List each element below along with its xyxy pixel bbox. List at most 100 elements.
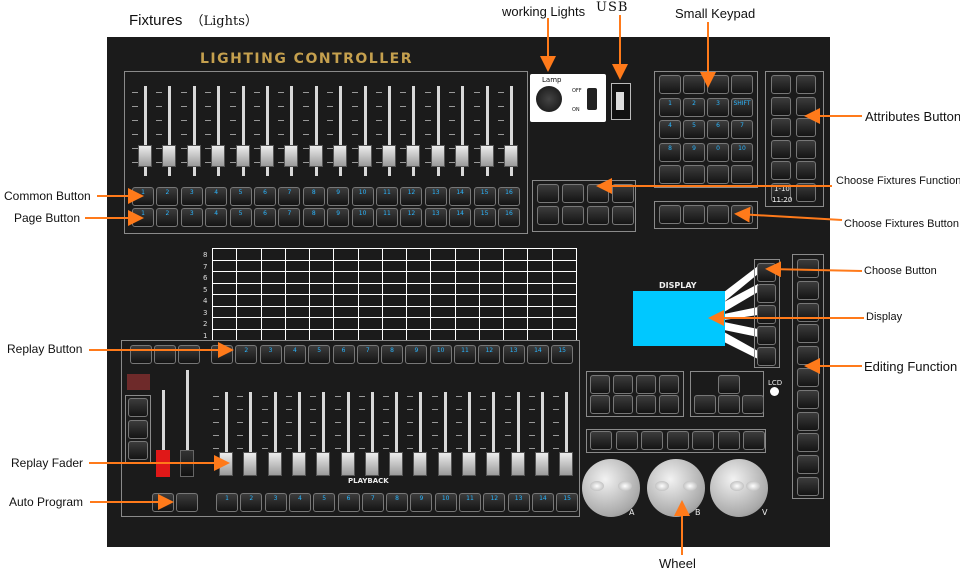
common-button[interactable]: 10	[351, 187, 374, 206]
auto-program-button[interactable]: 15	[556, 493, 579, 512]
top-fader-knob[interactable]	[138, 145, 152, 167]
keypad-button[interactable]	[731, 75, 753, 94]
replay-button[interactable]: 14	[526, 345, 549, 364]
fixture-select-button[interactable]	[707, 205, 729, 224]
attribute-button[interactable]	[796, 75, 816, 94]
arrow-up-button[interactable]	[718, 375, 740, 394]
top-fader-knob[interactable]	[479, 145, 494, 167]
fixture-select-button[interactable]	[683, 205, 705, 224]
attribute-button[interactable]	[771, 139, 791, 159]
fixture-function-button[interactable]	[562, 206, 584, 225]
playback-fader-knob[interactable]	[316, 452, 331, 476]
playback-fader-knob[interactable]	[340, 452, 355, 476]
replay-button[interactable]: 7	[356, 345, 379, 364]
common-button[interactable]: 13	[424, 187, 447, 206]
top-fader-knob[interactable]	[260, 145, 274, 167]
attribute-button[interactable]	[771, 75, 791, 94]
usb-port[interactable]	[611, 83, 631, 120]
choose-button[interactable]	[757, 284, 776, 303]
attribute-button[interactable]	[771, 118, 791, 137]
replay-button[interactable]: 5	[308, 345, 331, 364]
page-button[interactable]: 8	[302, 208, 325, 227]
fixture-function-button[interactable]	[612, 206, 634, 225]
editing-button[interactable]	[797, 280, 819, 300]
editing-button[interactable]	[797, 389, 819, 409]
wheel-function-button[interactable]	[641, 431, 663, 450]
keypad-button[interactable]: 1	[659, 97, 681, 117]
common-button[interactable]: 5	[229, 187, 252, 206]
attribute-button[interactable]	[796, 161, 816, 180]
function-button[interactable]	[590, 395, 610, 414]
wheel-v[interactable]	[710, 459, 768, 517]
function-button[interactable]	[613, 375, 633, 394]
playback-fader-knob[interactable]	[462, 452, 476, 476]
page-button[interactable]: 13	[424, 208, 447, 227]
editing-button[interactable]	[797, 302, 819, 322]
auto-program-button[interactable]: 12	[483, 493, 506, 512]
keypad-button[interactable]: 3	[707, 97, 729, 117]
function-button[interactable]	[659, 395, 679, 414]
page-button[interactable]: 15	[473, 208, 496, 227]
page-button[interactable]: 14	[449, 208, 472, 227]
keypad-button[interactable]	[707, 165, 729, 184]
auto-program-button[interactable]: 13	[507, 493, 530, 512]
keypad-button[interactable]: 7	[731, 120, 753, 139]
page-button[interactable]: 9	[327, 208, 350, 227]
page-button[interactable]: 7	[278, 208, 301, 227]
keypad-button[interactable]: 0	[707, 142, 729, 162]
common-button[interactable]: 14	[449, 187, 472, 206]
auto-program-button[interactable]: 6	[337, 493, 360, 512]
function-button[interactable]	[636, 395, 656, 414]
editing-button[interactable]	[797, 477, 819, 496]
auto-program-button[interactable]: 11	[459, 493, 481, 512]
common-button[interactable]: 2	[156, 187, 179, 206]
common-button[interactable]: 7	[278, 187, 301, 206]
editing-button[interactable]	[797, 455, 819, 475]
playback-fader-knob[interactable]	[291, 452, 306, 476]
common-button[interactable]: 12	[400, 187, 423, 206]
auto-program-button[interactable]: 1	[216, 493, 238, 512]
auto-program-button[interactable]: 14	[531, 493, 554, 512]
attribute-button[interactable]	[796, 139, 816, 159]
page-button[interactable]: 4	[205, 208, 228, 227]
top-fader-knob[interactable]	[211, 145, 226, 167]
replay-button[interactable]: 15	[551, 345, 574, 364]
auto-program-button[interactable]: 8	[386, 493, 409, 512]
function-button[interactable]	[636, 375, 656, 394]
fixture-function-button[interactable]	[562, 184, 584, 203]
arrow-left-button[interactable]	[694, 395, 716, 414]
function-button[interactable]	[659, 375, 679, 394]
top-fader-knob[interactable]	[430, 145, 445, 167]
page-button[interactable]: 11	[376, 208, 398, 227]
auto-program-button[interactable]: 10	[434, 493, 457, 512]
top-fader-knob[interactable]	[504, 145, 518, 167]
left-control-button[interactable]	[128, 419, 148, 439]
attribute-button[interactable]	[796, 182, 816, 202]
top-fader-knob[interactable]	[284, 145, 299, 167]
replay-button[interactable]: 6	[332, 345, 355, 364]
auto-program-button[interactable]: 7	[361, 493, 384, 512]
lcd-knob[interactable]	[770, 387, 779, 396]
keypad-button[interactable]: 9	[683, 142, 705, 162]
top-fader-knob[interactable]	[235, 145, 250, 167]
editing-button[interactable]	[797, 324, 819, 344]
page-button[interactable]: 2	[156, 208, 179, 227]
keypad-button[interactable]	[731, 165, 753, 184]
choose-button[interactable]	[757, 305, 776, 324]
keypad-button[interactable]: SHIFT	[731, 97, 753, 117]
arrow-right-button[interactable]	[742, 395, 764, 414]
wheel-function-button[interactable]	[666, 431, 689, 450]
top-fader-knob[interactable]	[357, 145, 372, 167]
keypad-button[interactable]: 5	[683, 120, 705, 139]
common-button[interactable]: 4	[205, 187, 228, 206]
page-button[interactable]: 6	[254, 208, 276, 227]
keypad-button[interactable]	[659, 165, 681, 184]
top-fader-knob[interactable]	[382, 145, 396, 167]
auto-program-button[interactable]: 3	[264, 493, 287, 512]
arrow-down-button[interactable]	[718, 395, 740, 414]
fixture-select-button[interactable]	[659, 205, 681, 224]
common-button[interactable]: 8	[302, 187, 325, 206]
playback-fader-knob[interactable]	[559, 452, 574, 476]
top-fader-knob[interactable]	[333, 145, 348, 167]
keypad-button[interactable]: 6	[707, 120, 729, 139]
